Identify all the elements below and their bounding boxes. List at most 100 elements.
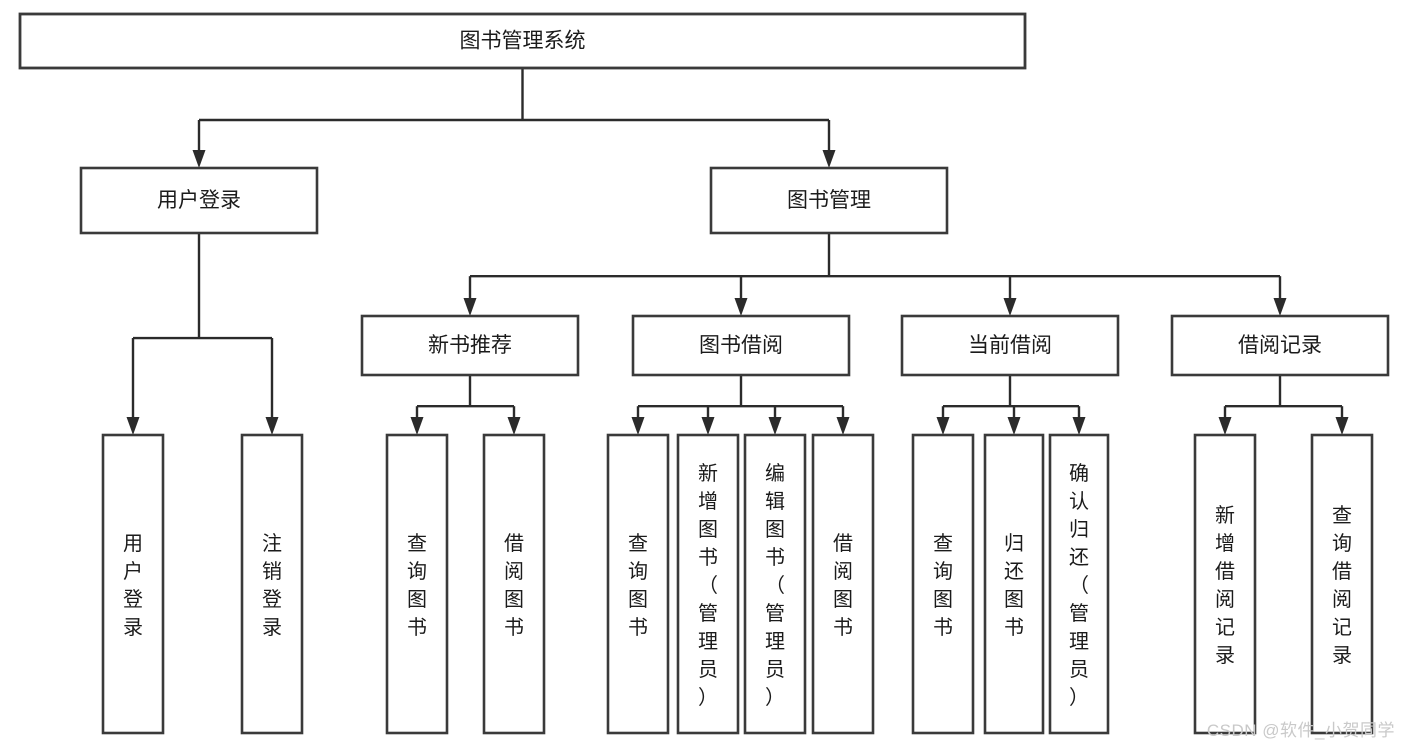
node-label-char: 管 <box>1069 602 1089 625</box>
arrow-head-borrow_record <box>1273 298 1287 316</box>
nodes-layer: 图书管理系统用户登录图书管理新书推荐图书借阅当前借阅借阅记录用户登录用户登录注销… <box>18 12 1390 735</box>
node-label-char: 编 <box>765 462 785 485</box>
node-leaf-return-book[interactable]: 归还图书归还图书 <box>983 433 1045 735</box>
node-box-leaf-edit-book[interactable] <box>743 433 807 735</box>
node-label-char: 查 <box>628 532 648 555</box>
arrow-head-leaf_query_record <box>1335 417 1349 435</box>
node-label-char: 确 <box>1069 462 1089 485</box>
arrow-head-leaf_borrow_book_1 <box>507 417 521 435</box>
node-box-leaf-query-book-1[interactable] <box>385 433 449 735</box>
node-box-current-borrow[interactable] <box>900 314 1120 377</box>
node-leaf-user-login[interactable]: 用户登录用户登录 <box>101 433 165 735</box>
node-label-char: 员 <box>765 659 785 681</box>
node-box-book-borrow[interactable] <box>631 314 851 377</box>
node-label-char: 阅 <box>504 560 524 583</box>
arrow-head-current_borrow <box>1003 298 1017 316</box>
node-label-char: （ <box>1069 574 1089 597</box>
node-box-leaf-query-book-2[interactable] <box>606 433 670 735</box>
node-user-login[interactable]: 用户登录 <box>79 166 319 235</box>
node-box-book-manage[interactable] <box>709 166 949 235</box>
node-label-char: ） <box>1069 686 1089 709</box>
node-label-char: ） <box>765 686 785 709</box>
node-label-char: 借 <box>1215 560 1235 583</box>
node-box-leaf-query-record[interactable] <box>1310 433 1374 735</box>
node-box-user-login[interactable] <box>79 166 319 235</box>
arrow-head-leaf_borrow_book_2 <box>836 417 850 435</box>
node-book-manage[interactable]: 图书管理 <box>709 166 949 235</box>
node-book-borrow[interactable]: 图书借阅 <box>631 314 851 377</box>
node-label-char: 书 <box>407 616 427 639</box>
node-borrow-record[interactable]: 借阅记录 <box>1170 314 1390 377</box>
node-label-char: 管 <box>765 602 785 625</box>
node-label-char: 理 <box>1069 631 1089 653</box>
node-label-char: （ <box>765 574 785 597</box>
node-box-borrow-record[interactable] <box>1170 314 1390 377</box>
node-box-leaf-borrow-book-2[interactable] <box>811 433 875 735</box>
node-label-char: 书 <box>504 616 524 639</box>
node-label-char: 销 <box>262 560 282 583</box>
node-label-char: 录 <box>123 617 143 639</box>
arrow-head-user_login <box>192 150 206 168</box>
node-label-char: 图 <box>833 589 853 611</box>
node-label-char: 书 <box>1004 616 1024 639</box>
node-label-char: 管 <box>698 602 718 625</box>
node-box-leaf-add-book[interactable] <box>676 433 740 735</box>
node-box-leaf-borrow-book-1[interactable] <box>482 433 546 735</box>
node-label-char: 记 <box>1332 616 1352 639</box>
arrow-head-leaf_confirm_return <box>1072 417 1086 435</box>
node-leaf-query-record[interactable]: 查询借阅记录查询借阅记录 <box>1310 433 1374 735</box>
node-leaf-borrow-book-2[interactable]: 借阅图书借阅图书 <box>811 433 875 735</box>
node-leaf-logout[interactable]: 注销登录注销登录 <box>240 433 304 735</box>
node-label-char: 书 <box>933 616 953 639</box>
node-leaf-add-record[interactable]: 新增借阅记录新增借阅记录 <box>1193 433 1257 735</box>
arrow-head-leaf_query_book_3 <box>936 417 950 435</box>
edges-layer <box>126 68 1349 435</box>
node-label-char: 图 <box>504 589 524 611</box>
node-label-char: ） <box>698 686 718 709</box>
node-label-char: 新 <box>1215 504 1235 527</box>
node-label-char: 图 <box>698 519 718 541</box>
node-leaf-query-book-1[interactable]: 查询图书查询图书 <box>385 433 449 735</box>
arrow-head-book_manage <box>822 150 836 168</box>
node-box-new-book-rec[interactable] <box>360 314 580 377</box>
node-label-char: 图 <box>765 519 785 541</box>
arrow-head-leaf_edit_book <box>768 417 782 435</box>
node-leaf-query-book-3[interactable]: 查询图书查询图书 <box>911 433 975 735</box>
node-box-leaf-add-record[interactable] <box>1193 433 1257 735</box>
node-box-root[interactable] <box>18 12 1027 70</box>
node-root[interactable]: 图书管理系统 <box>18 12 1027 70</box>
node-label-root: 图书管理系统 <box>460 30 586 53</box>
node-new-book-rec[interactable]: 新书推荐 <box>360 314 580 377</box>
node-box-leaf-confirm-return[interactable] <box>1048 433 1110 735</box>
node-leaf-query-book-2[interactable]: 查询图书查询图书 <box>606 433 670 735</box>
node-label-char: 书 <box>833 616 853 639</box>
node-label-char: 借 <box>504 532 524 555</box>
node-label-char: 询 <box>407 560 427 583</box>
node-label-char: 询 <box>933 560 953 583</box>
node-label-char: 记 <box>1215 616 1235 639</box>
node-box-leaf-query-book-3[interactable] <box>911 433 975 735</box>
node-label-char: 辑 <box>765 490 785 513</box>
arrow-head-new_book_rec <box>463 298 477 316</box>
node-label-char: 理 <box>765 631 785 653</box>
node-label-borrow-record: 借阅记录 <box>1238 334 1322 357</box>
node-label-char: 录 <box>262 617 282 639</box>
node-label-char: 书 <box>628 616 648 639</box>
node-label-char: 理 <box>698 631 718 653</box>
node-label-book-manage: 图书管理 <box>787 189 871 212</box>
arrow-head-leaf_query_book_2 <box>631 417 645 435</box>
node-label-char: 增 <box>698 490 718 513</box>
node-box-leaf-return-book[interactable] <box>983 433 1045 735</box>
node-box-leaf-user-login[interactable] <box>101 433 165 735</box>
node-label-char: 图 <box>628 589 648 611</box>
node-current-borrow[interactable]: 当前借阅 <box>900 314 1120 377</box>
node-box-leaf-logout[interactable] <box>240 433 304 735</box>
node-label-char: 借 <box>833 532 853 555</box>
node-leaf-borrow-book-1[interactable]: 借阅图书借阅图书 <box>482 433 546 735</box>
node-label-char: 查 <box>407 532 427 555</box>
node-label-new-book-rec: 新书推荐 <box>428 334 512 357</box>
node-label-char: 阅 <box>1332 588 1352 611</box>
